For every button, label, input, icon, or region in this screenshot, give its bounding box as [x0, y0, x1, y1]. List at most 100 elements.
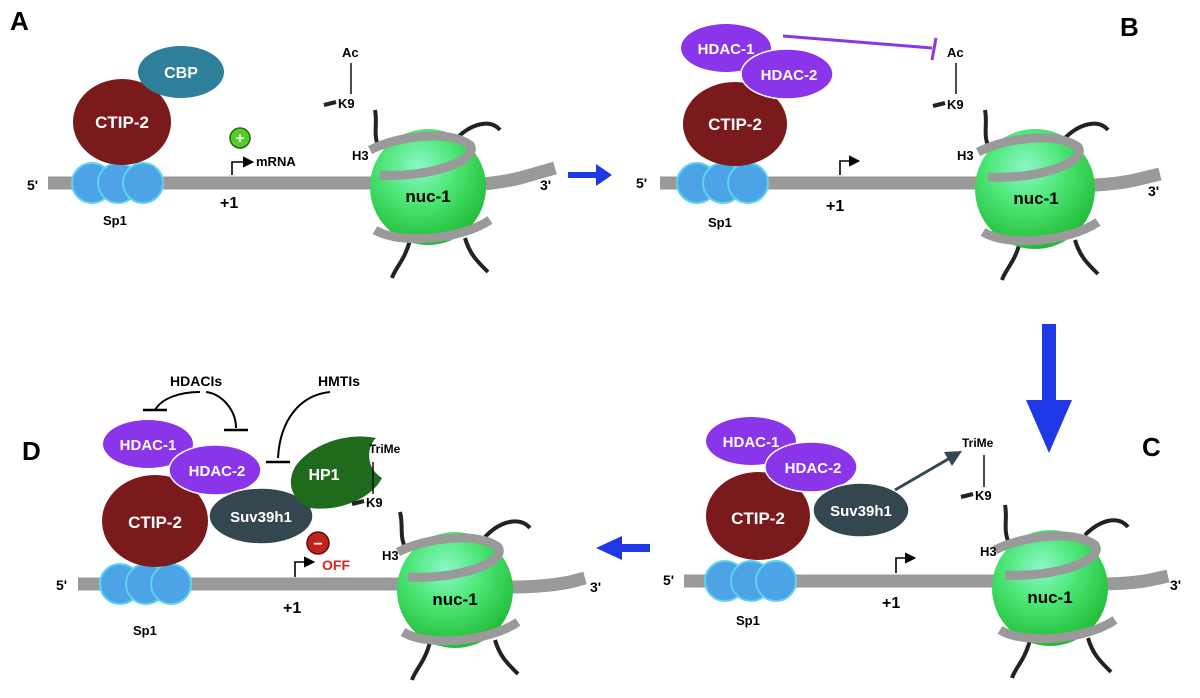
inhibition-bar: [930, 37, 938, 61]
ctip2-label: CTIP-2: [731, 509, 785, 528]
hp1-protein: [290, 436, 382, 509]
cbp-protein: [138, 46, 224, 98]
flow-arrow-a-to-b: [568, 164, 612, 186]
sp1-subunit: [727, 162, 769, 204]
dna-3-prime: 3': [1170, 577, 1181, 593]
sp1-complex: [676, 162, 769, 204]
trimethyl-mark: TriMe: [962, 436, 994, 450]
transcription-start-site: +1: [220, 195, 238, 212]
dna-wrap: [400, 618, 521, 646]
hdac1-label: HDAC-1: [723, 434, 780, 451]
methylation-arrow: [894, 456, 951, 492]
k9-label: K9: [947, 97, 964, 112]
transcription-arrow: [839, 155, 861, 175]
dna-wrap: [372, 216, 493, 244]
repression-sign: −: [313, 536, 322, 553]
trimethyl-mark: TriMe: [369, 442, 401, 456]
cbp-label: CBP: [164, 65, 198, 82]
hdaci-inhibition-line: [205, 391, 237, 429]
suv39h1-label: Suv39h1: [830, 503, 892, 520]
panel-d-letter: D: [22, 436, 41, 466]
transcription-start-site: +1: [283, 600, 301, 617]
activation-sign: +: [236, 130, 245, 147]
deacetylation-inhibition-line: [782, 34, 933, 50]
panel-d: D 5' 3' +1 Sp1 CTIP-2 HDAC-1 HDAC-2 Suv3…: [22, 373, 601, 681]
methylation-arrowhead: [944, 451, 962, 466]
k9-residue-mark: [960, 492, 974, 499]
k9-residue-mark: [323, 100, 337, 107]
suv39h1-label: Suv39h1: [230, 509, 292, 526]
sp1-label: Sp1: [708, 215, 732, 230]
hdac2-protein: [168, 444, 262, 496]
sp1-subunit: [755, 560, 797, 602]
sp1-label: Sp1: [133, 623, 157, 638]
k9-label: K9: [975, 488, 992, 503]
ctip2-protein: [706, 472, 810, 560]
transcription-arrow: [895, 552, 917, 573]
hdac2-label: HDAC-2: [785, 460, 842, 477]
histone-tail: [1003, 504, 1012, 546]
transcription-start-site: +1: [882, 595, 900, 612]
sp1-subunit: [150, 563, 192, 605]
h3-label: H3: [957, 148, 974, 163]
dna-wrap: [980, 218, 1101, 246]
k9-residue-mark: [932, 101, 946, 108]
hdac1-protein: [103, 420, 193, 468]
sp1-complex: [704, 560, 797, 602]
sp1-label: Sp1: [736, 613, 760, 628]
sp1-subunit: [122, 162, 164, 204]
histone-tail: [483, 519, 532, 539]
nuc1-label: nuc-1: [1013, 189, 1058, 208]
sp1-label: Sp1: [103, 213, 127, 228]
dna-3-prime: 3': [1148, 183, 1159, 199]
panel-a: A 5' 3' +1 Sp1 CTIP-2 CBP mRNA + K9 Ac: [10, 6, 557, 279]
dna-wrap: [395, 533, 504, 582]
hdac2-protein: [764, 441, 858, 493]
flow-arrow-c-to-d: [596, 536, 650, 560]
histone-tail: [1010, 639, 1032, 679]
dna-5-prime: 5': [663, 572, 674, 588]
transcription-arrow: [231, 156, 255, 175]
hdac2-label: HDAC-2: [761, 67, 818, 84]
k9-label: K9: [366, 495, 383, 510]
nuc1-label: nuc-1: [1027, 588, 1072, 607]
histone-tail: [1061, 121, 1110, 142]
histone-tail: [1086, 637, 1113, 674]
dna-3-prime: 3': [540, 177, 551, 193]
dna-5-prime: 5': [636, 175, 647, 191]
nuc1-label: nuc-1: [432, 590, 477, 609]
histone-tail: [410, 641, 432, 681]
mrna-label: mRNA: [256, 154, 296, 169]
transcription-start-site: +1: [826, 198, 844, 215]
dna-5-prime: 5': [56, 577, 67, 593]
activation-plus-icon: [229, 127, 251, 149]
hdac1-label: HDAC-1: [698, 41, 755, 58]
panel-b: B 5' 3' +1 Sp1 CTIP-2 HDAC-1 HDAC-2 K9 A…: [636, 12, 1162, 281]
histone-tail: [1083, 518, 1130, 537]
hmti-inhibition-line: [277, 391, 331, 459]
hmt-inhibitors-label: HMTIs: [318, 373, 360, 389]
h3-label: H3: [352, 148, 369, 163]
nucleosome: [975, 129, 1095, 249]
dna-3-prime: 3': [590, 579, 601, 595]
ctip2-label: CTIP-2: [95, 113, 149, 132]
h3-label: H3: [980, 544, 997, 559]
dna-wrap: [367, 131, 476, 180]
nuc1-label: nuc-1: [405, 187, 450, 206]
histone-tail: [1073, 239, 1100, 276]
flow-arrow-b-to-c: [1026, 324, 1072, 453]
histone-tail: [463, 237, 490, 274]
dna-wrap: [997, 616, 1118, 644]
ctip2-label: CTIP-2: [708, 115, 762, 134]
dna-5-prime: 5': [27, 177, 38, 193]
acetyl-mark: Ac: [342, 45, 359, 60]
k9-label: K9: [338, 96, 355, 111]
suv39h1-protein: [208, 487, 314, 545]
hdaci-inhibition-line: [154, 391, 201, 411]
k9-residue-mark: [351, 499, 365, 506]
acetyl-mark: Ac: [947, 45, 964, 60]
off-status: OFF: [322, 557, 350, 573]
ctip2-label: CTIP-2: [128, 513, 182, 532]
hdac-inhibitors-label: HDACIs: [170, 373, 222, 389]
